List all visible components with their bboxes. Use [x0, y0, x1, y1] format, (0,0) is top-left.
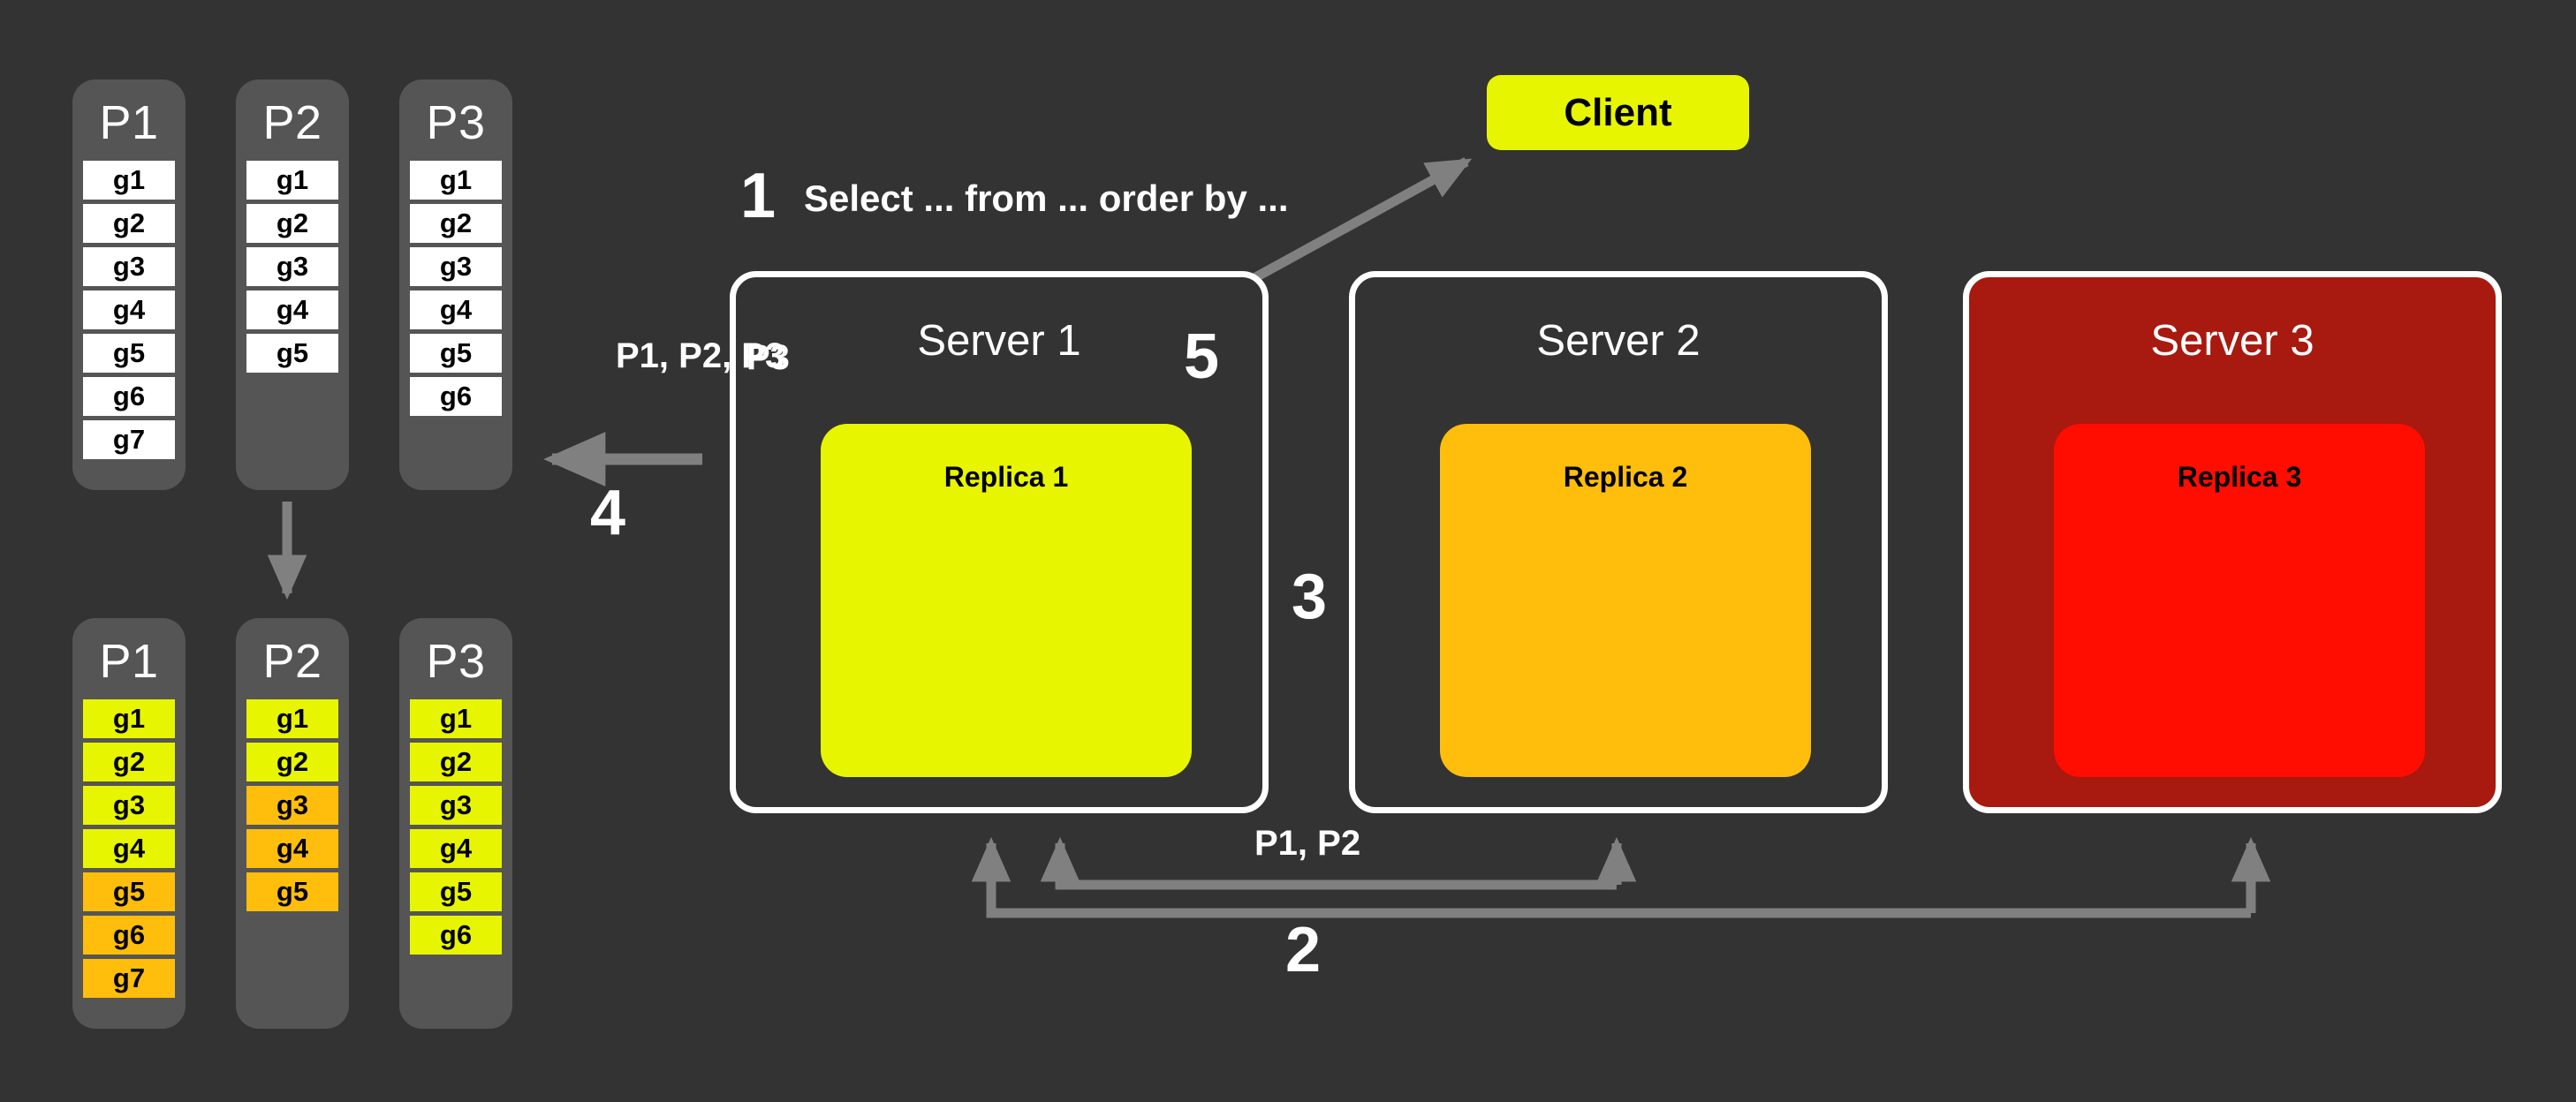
client-label: Client: [1564, 90, 1672, 134]
partition-cell-list: g1 g2 g3 g4 g5 g6: [410, 699, 502, 955]
partition-before-p1: P1 g1 g2 g3 g4 g5 g6 g7: [72, 79, 186, 490]
partition-title: P2: [262, 96, 322, 149]
partition-cell: g6: [410, 377, 502, 416]
partition-cell: g6: [410, 916, 502, 955]
step-2-number: 2: [1285, 915, 1322, 985]
partition-cell: g2: [410, 743, 502, 781]
partition-cell: g3: [410, 247, 502, 286]
partition-title: P2: [262, 635, 322, 688]
partition-cell: g1: [246, 161, 338, 200]
partition-cell: g5: [83, 334, 175, 373]
partition-cell: g1: [83, 699, 175, 738]
partition-cell: g2: [83, 204, 175, 243]
partition-cell: g7: [83, 959, 175, 998]
replica-3-label: Replica 3: [2177, 461, 2302, 493]
partition-cell: g4: [410, 829, 502, 868]
partition-cell: g4: [246, 829, 338, 868]
partition-cell-list: g1 g2 g3 g4 g5: [246, 161, 338, 373]
replica-3-box[interactable]: Replica 3: [2054, 424, 2425, 777]
partition-cell: g3: [83, 247, 175, 286]
replica-1-label: Replica 1: [943, 461, 1069, 493]
arrow-step2-server3-to-server1: [971, 836, 2251, 918]
partition-cell: g3: [246, 786, 338, 825]
step-5-number: 5: [1184, 321, 1220, 392]
partition-cell: g5: [410, 872, 502, 911]
partition-cell: g3: [410, 786, 502, 825]
partition-after-p2: P2 g1 g2 g3 g4 g5: [236, 618, 349, 1029]
partition-cell: g2: [246, 204, 338, 243]
server-3-box[interactable]: Server 3 Replica 3: [1963, 271, 2502, 813]
partition-after-p1: P1 g1 g2 g3 g4 g5 g6 g7: [72, 618, 186, 1029]
step-2-partitions-label: P1, P2: [1254, 824, 1361, 863]
partition-title: P1: [99, 635, 159, 688]
server1-inner-partition-label: P3: [746, 338, 790, 377]
partition-title: P3: [426, 635, 486, 688]
step-1-query-label: Select ... from ... order by ...: [804, 177, 1289, 219]
partition-cell-list: g1 g2 g3 g4 g5: [246, 699, 338, 911]
partition-after-p3: P3 g1 g2 g3 g4 g5 g6: [399, 618, 512, 1029]
partition-cell: g5: [83, 872, 175, 911]
partition-cell: g5: [246, 334, 338, 373]
step-4-partitions-label: P1, P2, P3: [616, 336, 785, 375]
partition-cell: g5: [410, 334, 502, 373]
partition-cell-list: g1 g2 g3 g4 g5 g6: [410, 161, 502, 416]
partition-title: P1: [99, 96, 159, 149]
partition-cell: g4: [83, 291, 175, 329]
partition-cell: g4: [410, 291, 502, 329]
client-node[interactable]: Client: [1487, 75, 1749, 150]
partition-cell: g4: [83, 829, 175, 868]
server-1-box[interactable]: Server 1 Replica 1: [730, 271, 1269, 813]
partition-cell: g4: [246, 291, 338, 329]
step-3-number: 3: [1292, 562, 1328, 632]
partition-cell: g1: [246, 699, 338, 738]
partition-cell: g1: [410, 161, 502, 200]
partition-cell: g3: [83, 786, 175, 825]
partition-before-p3: P3 g1 g2 g3 g4 g5 g6: [399, 79, 512, 490]
replica-2-box[interactable]: Replica 2: [1440, 424, 1811, 777]
partition-cell: g2: [246, 743, 338, 781]
server-3-title: Server 3: [2150, 317, 2315, 365]
partition-cell: g2: [83, 743, 175, 781]
partition-cell: g6: [83, 916, 175, 955]
partition-title: P3: [426, 96, 486, 149]
partition-cell: g6: [83, 377, 175, 416]
partition-cell: g7: [83, 420, 175, 459]
partition-cell-list: g1 g2 g3 g4 g5 g6 g7: [83, 161, 175, 459]
partition-cell: g5: [246, 872, 338, 911]
server-2-box[interactable]: Server 2 Replica 2: [1349, 271, 1888, 813]
server-2-title: Server 2: [1536, 317, 1701, 365]
partition-cell: g2: [410, 204, 502, 243]
replica-1-box[interactable]: Replica 1: [821, 424, 1192, 777]
replica-2-label: Replica 2: [1563, 461, 1688, 493]
step-4-number: 4: [590, 478, 626, 548]
partition-cell: g3: [246, 247, 338, 286]
step-1-number: 1: [740, 161, 777, 231]
partition-cell: g1: [410, 699, 502, 738]
server-1-title: Server 1: [917, 317, 1081, 365]
partition-before-p2: P2 g1 g2 g3 g4 g5: [236, 79, 349, 490]
partition-cell-list: g1 g2 g3 g4 g5 g6 g7: [83, 699, 175, 998]
partition-cell: g1: [83, 161, 175, 200]
